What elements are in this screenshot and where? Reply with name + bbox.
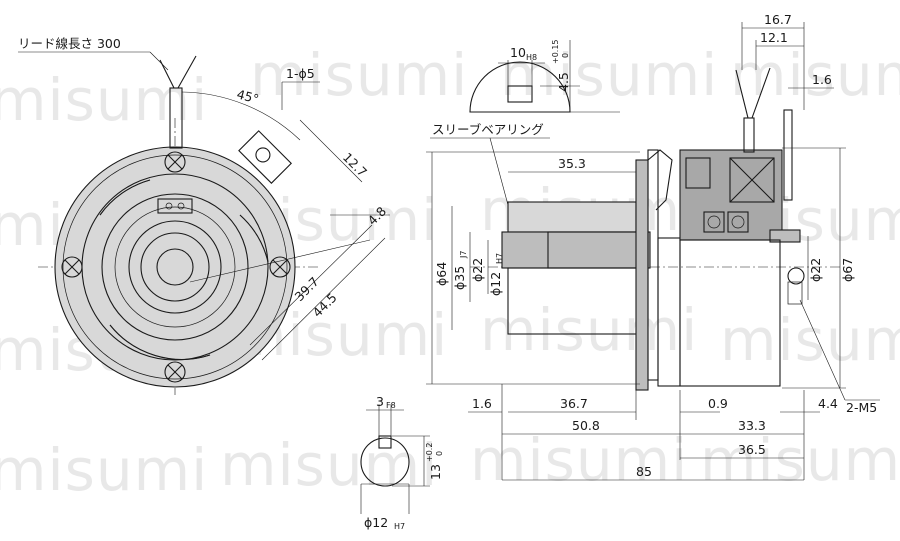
dim-phi64: ϕ64: [434, 262, 449, 286]
section-view: [470, 67, 845, 391]
sleeve: [508, 202, 636, 232]
field-body: [680, 150, 782, 240]
hub: [502, 232, 650, 268]
keyway-depth-label: 4.5: [556, 72, 571, 92]
dim-0-9: 0.9: [708, 396, 728, 411]
keyway-detail: 10 H8 4.5 +0.15 0: [469, 39, 620, 113]
dim-33-3: 33.3: [738, 418, 766, 433]
watermark-text: misumi: [480, 296, 698, 364]
angle-label: 45°: [235, 86, 260, 106]
watermark-text: misumi: [730, 41, 900, 109]
stopper: [783, 109, 793, 201]
bearing: [703, 211, 725, 233]
lead-wire: [735, 67, 771, 119]
front-view-dimensions: リード線長さ 300 45° 1-ϕ5 12.7 4.8 39.7 44.5: [18, 36, 390, 361]
bore: [156, 248, 194, 286]
keyway-3-label: 3: [376, 394, 384, 409]
lead-notch: [157, 198, 193, 214]
tolerance-h7: H7: [394, 522, 405, 531]
mounting-screw: [61, 256, 83, 278]
dim-phi67: ϕ67: [840, 258, 855, 282]
dim-phi35: ϕ35: [452, 266, 467, 290]
watermark-text: misumi: [0, 436, 208, 504]
outer-flange: [55, 147, 295, 387]
dim-4-4: 4.4: [818, 396, 838, 411]
tolerance-lower: 0: [561, 53, 570, 58]
tolerance-upper: +0.15: [551, 39, 560, 64]
lead-wire-length-label: リード線長さ 300: [18, 36, 121, 51]
dim-36-7: 36.7: [560, 396, 588, 411]
dim-35-3: 35.3: [558, 156, 586, 171]
armature: [636, 160, 648, 390]
dim-1-6-bottom: 1.6: [472, 396, 492, 411]
tolerance-h7: H7: [495, 253, 504, 264]
tab-hole: [255, 147, 271, 163]
watermark-text: misumi: [720, 306, 900, 374]
section-dimensions: スリーブベアリング 16.7 12.1 1.6 35.3 ϕ64 ϕ35 J7 …: [426, 12, 880, 481]
watermark-text: misumi: [470, 426, 688, 494]
dim-36-5: 36.5: [738, 442, 766, 457]
tolerance-upper: +0.2: [425, 443, 434, 462]
dim-12-7: 12.7: [340, 150, 370, 180]
watermark-text: misumi: [700, 426, 900, 494]
mounting-screw: [164, 361, 186, 383]
dim-85: 85: [636, 464, 652, 479]
hub-face: [140, 232, 210, 302]
tolerance-f8: F8: [386, 401, 396, 410]
dim-phi12: ϕ12: [488, 272, 503, 296]
coil: [729, 157, 775, 203]
tolerance-lower: 0: [435, 451, 444, 456]
tolerance-h8: H8: [526, 53, 537, 62]
dim-50-8: 50.8: [572, 418, 600, 433]
bore-12-label: ϕ12: [364, 515, 388, 530]
lead-wire-tube: [169, 87, 183, 149]
dim-1-6-top: 1.6: [812, 72, 832, 87]
angle-arc: [181, 91, 301, 141]
watermark-text: misumi: [250, 41, 468, 109]
dim-phi22-left: ϕ22: [470, 258, 485, 282]
bearing: [727, 211, 749, 233]
lead-wire-tube: [743, 117, 755, 153]
dim-16-7: 16.7: [764, 12, 792, 27]
keyway-width-label: 10: [510, 45, 526, 60]
sleeve-bearing-label: スリーブベアリング: [432, 122, 544, 137]
watermark-text: misumi: [0, 66, 208, 134]
watermark-text: misumi: [220, 431, 438, 499]
watermark-text: misumi: [500, 41, 718, 109]
m5-screw: [787, 267, 805, 285]
tolerance-j7: J7: [459, 251, 468, 259]
dim-2-m5: 2-M5: [846, 400, 877, 415]
dim-13: 13: [428, 464, 443, 480]
mounting-screw: [164, 151, 186, 173]
stopper-tab: [238, 130, 292, 184]
bore-keyway-detail: 3 F8 13 +0.2 0 ϕ12 H7: [360, 394, 444, 531]
hole-label: 1-ϕ5: [286, 66, 315, 81]
dim-12-1: 12.1: [760, 30, 788, 45]
lower-body: [679, 239, 781, 387]
dim-phi22-right: ϕ22: [808, 258, 823, 282]
front-view: [38, 55, 320, 395]
